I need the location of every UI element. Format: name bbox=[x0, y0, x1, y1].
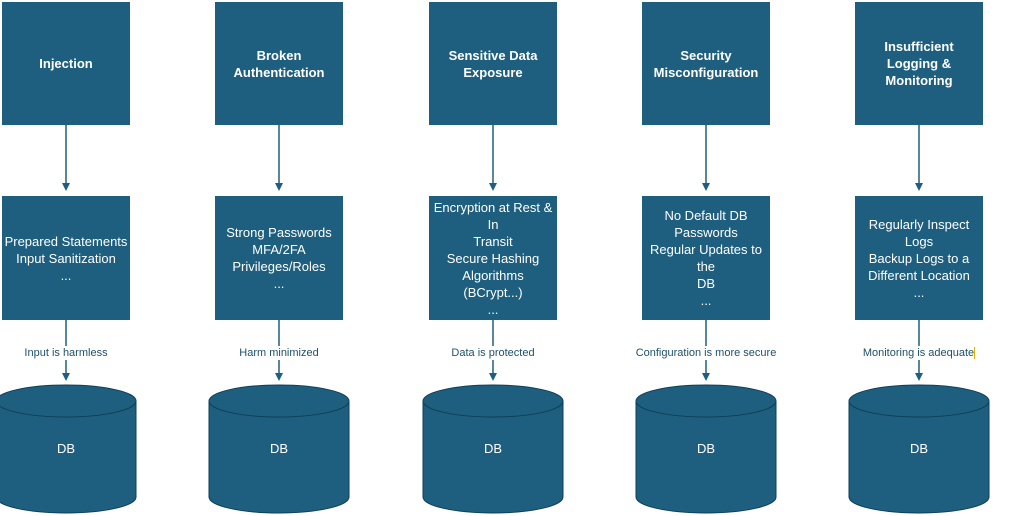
column-sensitive-data-exposure: Sensitive Data Exposure Encryption at Re… bbox=[399, 0, 587, 516]
detail-line: Input Sanitization bbox=[16, 250, 116, 266]
arrow-label: Harm minimized bbox=[185, 346, 373, 360]
column-insufficient-logging: Insufficient Logging & Monitoring Regula… bbox=[825, 0, 1013, 516]
text-cursor bbox=[974, 347, 976, 360]
detail-box: Prepared Statements Input Sanitization .… bbox=[2, 196, 130, 320]
title-box: Sensitive Data Exposure bbox=[429, 2, 557, 125]
detail-line: Transit bbox=[473, 233, 513, 249]
db-cylinder: DB bbox=[848, 384, 990, 514]
db-label: DB bbox=[483, 441, 503, 456]
detail-line: ... bbox=[273, 276, 285, 291]
detail-line: ... bbox=[60, 267, 72, 283]
title-text: Security Misconfiguration bbox=[653, 47, 759, 80]
detail-box: Encryption at Rest & In Transit Secure H… bbox=[429, 196, 557, 320]
arrow-label-text: Monitoring is adequate bbox=[862, 347, 975, 359]
db-cylinder: DB bbox=[208, 384, 350, 514]
detail-line: Secure Hashing bbox=[446, 250, 540, 266]
detail-box: Regularly Inspect Logs Backup Logs to a … bbox=[855, 196, 983, 320]
cylinder-shape bbox=[635, 384, 777, 514]
detail-line: MFA/2FA bbox=[252, 242, 306, 257]
detail-line: Algorithms (BCrypt...) bbox=[462, 267, 524, 300]
arrow-label: Data is protected bbox=[399, 346, 587, 360]
db-cylinder: DB bbox=[422, 384, 564, 514]
detail-line: Backup Logs to a bbox=[868, 250, 970, 266]
title-box: Security Misconfiguration bbox=[642, 2, 770, 125]
detail-box: No Default DB Passwords Regular Updates … bbox=[642, 196, 770, 320]
cylinder-shape bbox=[208, 384, 350, 514]
db-label: DB bbox=[696, 441, 716, 456]
title-box: Injection bbox=[2, 2, 130, 125]
arrow-label: Input is harmless bbox=[0, 346, 160, 360]
detail-line: Different Location bbox=[868, 267, 970, 283]
arrow-label: Monitoring is adequate bbox=[825, 346, 1013, 360]
title-text: Injection bbox=[39, 56, 93, 71]
detail-line: Regular Updates to the bbox=[649, 242, 762, 274]
detail-line: ... bbox=[487, 301, 499, 317]
cylinder-shape bbox=[0, 384, 137, 514]
column-broken-authentication: Broken Authentication Strong Passwords M… bbox=[185, 0, 373, 516]
title-box: Insufficient Logging & Monitoring bbox=[855, 2, 983, 125]
detail-line: Strong Passwords bbox=[226, 225, 332, 240]
detail-box: Strong Passwords MFA/2FA Privileges/Role… bbox=[215, 196, 343, 320]
detail-line: Prepared Statements bbox=[4, 233, 128, 249]
title-text: Sensitive Data Exposure bbox=[448, 47, 538, 80]
detail-line: Encryption at Rest & In bbox=[433, 199, 553, 232]
cylinder-shape bbox=[422, 384, 564, 514]
detail-line: DB bbox=[696, 276, 716, 291]
detail-line: No Default DB Passwords bbox=[664, 208, 748, 240]
title-box: Broken Authentication bbox=[215, 2, 343, 125]
column-injection: Injection Prepared Statements Input Sani… bbox=[0, 0, 160, 516]
detail-line: ... bbox=[913, 284, 925, 300]
db-label: DB bbox=[56, 441, 76, 456]
db-label: DB bbox=[269, 441, 289, 456]
db-cylinder: DB bbox=[635, 384, 777, 514]
title-text: Broken Authentication bbox=[233, 47, 325, 80]
cylinder-shape bbox=[848, 384, 990, 514]
db-cylinder: DB bbox=[0, 384, 137, 514]
detail-line: Privileges/Roles bbox=[232, 259, 326, 274]
title-text: Insufficient Logging & Monitoring bbox=[884, 39, 954, 88]
arrow-label: Configuration is more secure bbox=[612, 346, 800, 360]
column-security-misconfiguration: Security Misconfiguration No Default DB … bbox=[612, 0, 800, 516]
detail-line: ... bbox=[700, 293, 712, 308]
detail-line: Regularly Inspect Logs bbox=[868, 216, 970, 249]
db-label: DB bbox=[909, 441, 929, 456]
